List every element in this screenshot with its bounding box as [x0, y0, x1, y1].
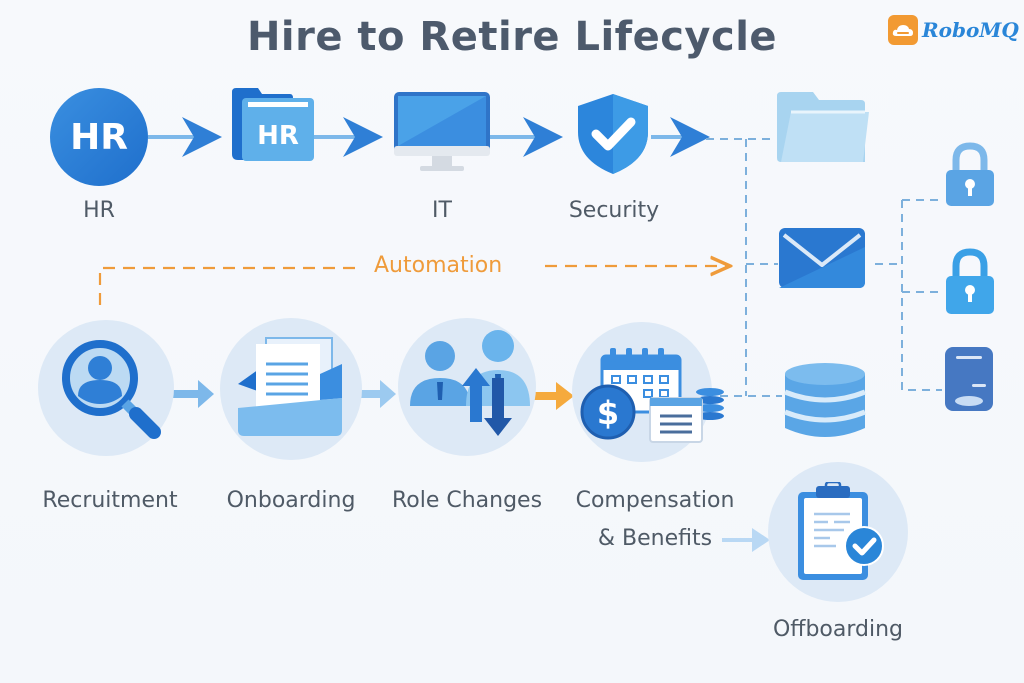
svg-text:HR: HR	[257, 121, 299, 151]
monitor-icon	[392, 90, 492, 174]
magnifier-user-icon	[56, 334, 166, 444]
svg-text:$: $	[597, 394, 619, 432]
lock-icon	[944, 248, 996, 316]
automation-label: Automation	[374, 253, 503, 278]
label-security: Security	[568, 198, 660, 223]
document-envelope-icon	[236, 334, 346, 444]
label-benefits: & Benefits	[597, 526, 713, 551]
people-up-down-icon	[404, 322, 534, 446]
lock-icon	[944, 142, 996, 208]
brand-logo: RoboMQ	[888, 14, 1019, 46]
clipboard-check-icon	[794, 480, 888, 582]
shield-check-icon	[574, 92, 652, 176]
device-icon	[944, 346, 994, 412]
mail-icon	[778, 227, 866, 289]
hr-badge-text: HR	[70, 116, 128, 158]
brand-name: RoboMQ	[922, 18, 1019, 42]
hr-folder-icon: HR	[230, 88, 316, 164]
hr-badge-icon: HR	[50, 88, 148, 186]
label-recruitment: Recruitment	[42, 488, 178, 513]
label-onboarding: Onboarding	[226, 488, 356, 513]
label-role-changes: Role Changes	[391, 488, 543, 513]
cloud-icon	[888, 15, 918, 45]
label-hr: HR	[83, 198, 115, 223]
label-it: IT	[432, 198, 452, 223]
database-icon	[784, 362, 866, 440]
label-offboarding: Offboarding	[772, 617, 904, 642]
page-title: Hire to Retire Lifecycle	[246, 14, 778, 60]
folder-icon	[775, 90, 871, 164]
calendar-dollar-icon: $	[578, 346, 728, 446]
label-compensation: Compensation	[575, 488, 735, 513]
